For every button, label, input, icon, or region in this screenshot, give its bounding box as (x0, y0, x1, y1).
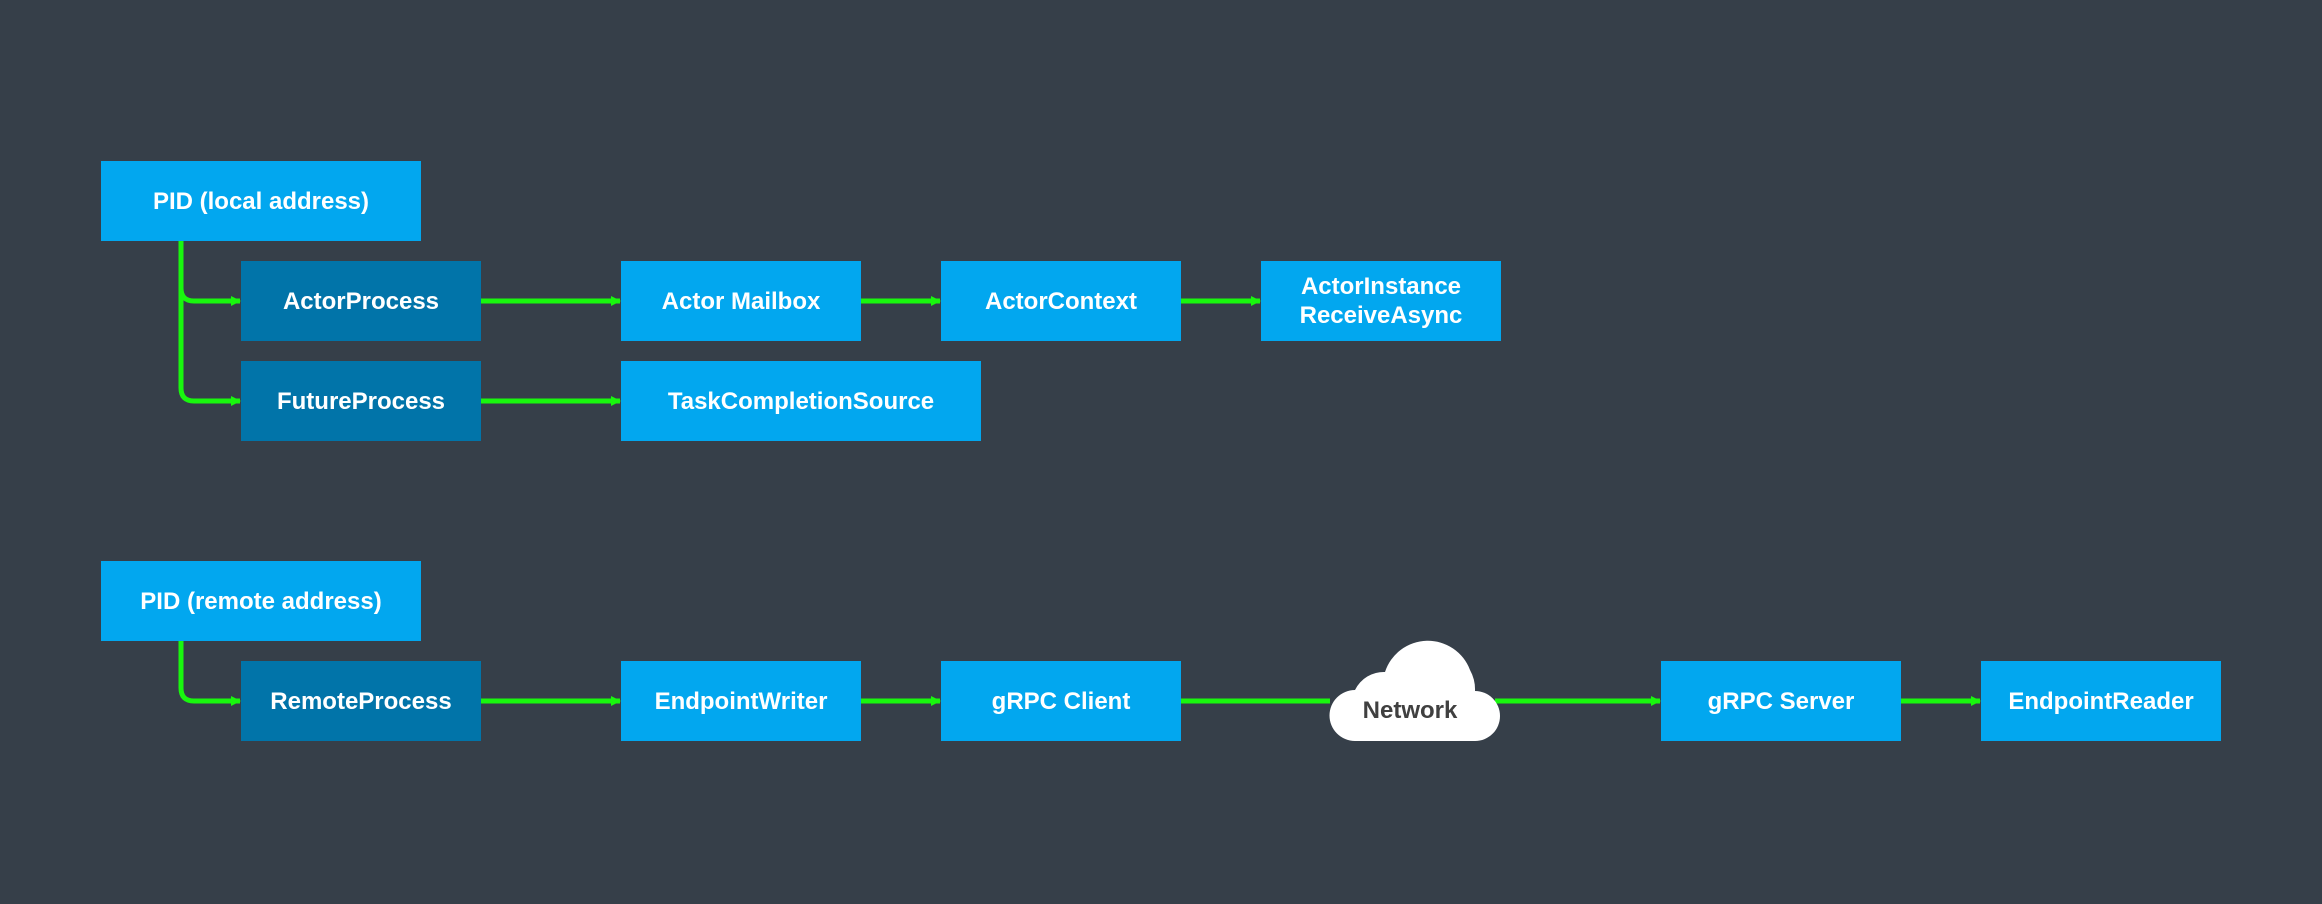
actor-context-label: ActorContext (984, 287, 1137, 315)
actor-instance-label-line2: ReceiveAsync (1299, 302, 1463, 329)
future-process-label: FutureProcess (276, 387, 446, 415)
actor-mailbox-label: Actor Mailbox (661, 287, 821, 315)
actor-mailbox-box: Actor Mailbox (621, 261, 861, 341)
endpoint-writer-box: EndpointWriter (621, 661, 861, 741)
pid-remote-label: PID (remote address) (140, 587, 382, 615)
grpc-client-label: gRPC Client (991, 687, 1131, 715)
task-completion-source-label: TaskCompletionSource (667, 387, 935, 415)
remote-process-box: RemoteProcess (241, 661, 481, 741)
network-label: Network (1362, 697, 1458, 724)
actor-instance-box: ActorInstance ReceiveAsync (1261, 261, 1501, 341)
pid-local-box: PID (local address) (101, 161, 421, 241)
cloud-icon (1329, 640, 1500, 741)
grpc-server-label: gRPC Server (1707, 687, 1855, 715)
arrow-pid-remote-to-remoteprocess (178, 641, 241, 706)
endpoint-reader-box: EndpointReader (1981, 661, 2221, 741)
actor-instance-label-line1: ActorInstance (1300, 273, 1462, 300)
endpoint-writer-label: EndpointWriter (654, 687, 828, 715)
arrow-pid-local-to-futureprocess (178, 241, 241, 406)
grpc-server-box: gRPC Server (1661, 661, 1901, 741)
actor-process-box: ActorProcess (241, 261, 481, 341)
pid-local-label: PID (local address) (152, 187, 370, 215)
actor-context-box: ActorContext (941, 261, 1181, 341)
task-completion-source-box: TaskCompletionSource (621, 361, 981, 441)
actor-process-label: ActorProcess (282, 287, 440, 315)
pid-remote-box: PID (remote address) (101, 561, 421, 641)
arrow-pid-local-to-actorprocess (178, 241, 241, 306)
remote-process-label: RemoteProcess (270, 687, 452, 715)
grpc-client-box: gRPC Client (941, 661, 1181, 741)
future-process-box: FutureProcess (241, 361, 481, 441)
endpoint-reader-label: EndpointReader (2008, 687, 2194, 715)
